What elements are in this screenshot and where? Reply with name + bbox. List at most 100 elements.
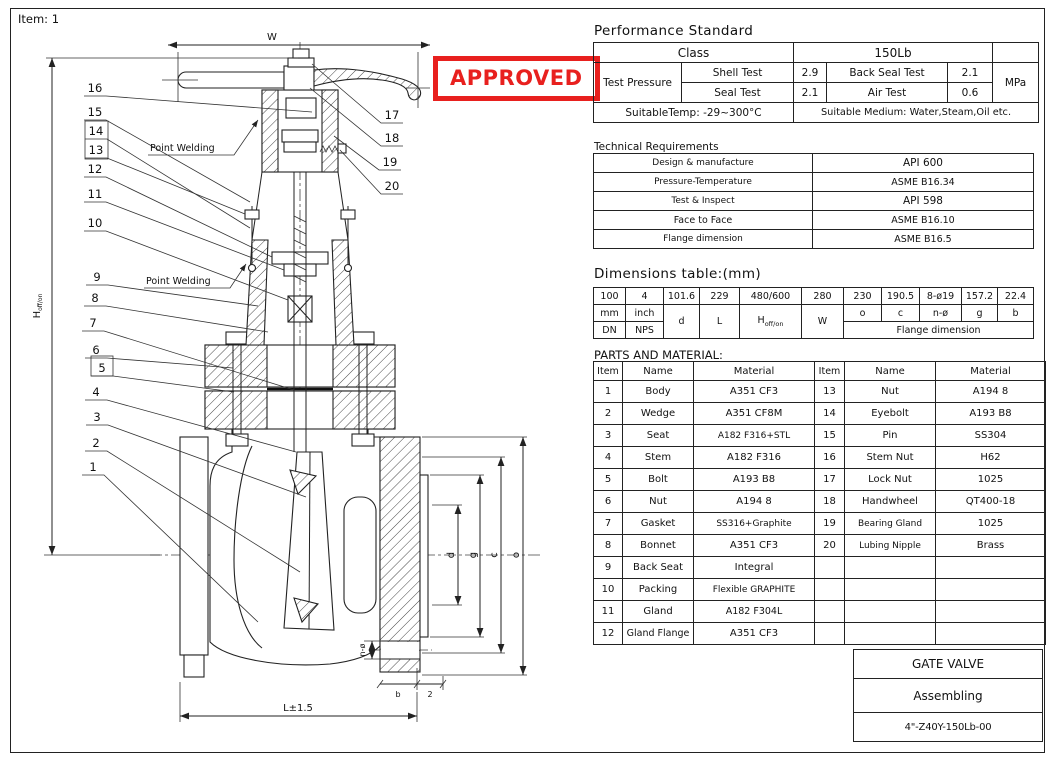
table-cell: QT400-18 — [935, 490, 1046, 513]
callout-12: 12 — [88, 162, 103, 176]
callout-1: 1 — [89, 460, 96, 474]
dim-cell: c — [881, 304, 920, 322]
table-cell: SS316+Graphite — [693, 512, 815, 535]
yoke-head — [261, 89, 347, 173]
table-cell: 19 — [814, 512, 845, 535]
parts-header: Material — [935, 361, 1046, 381]
item-label: Item: 1 — [18, 12, 60, 26]
dim-cell: 157.2 — [961, 287, 998, 305]
suitable-medium: Suitable Medium: Water,Steam,Oil etc. — [793, 102, 1040, 123]
table-cell: SS304 — [935, 424, 1046, 447]
table-cell: Integral — [693, 556, 815, 579]
table-cell — [844, 578, 936, 601]
title-block-stage: Assembling — [853, 678, 1043, 713]
table-cell: A182 F316 — [693, 446, 815, 469]
table-cell: Nut — [622, 490, 694, 513]
table-cell: 3 — [593, 424, 623, 447]
callout-14: 14 — [89, 124, 104, 138]
table-cell: Pressure-Temperature — [593, 172, 813, 192]
callout-leader — [82, 474, 259, 623]
parts-header: Name — [844, 361, 936, 381]
table-cell: Lubing Nipple — [844, 534, 936, 557]
callout-3: 3 — [93, 410, 100, 424]
cell: Back Seal Test — [826, 62, 949, 83]
unit-cell: MPa — [992, 62, 1040, 103]
table-cell: A194 8 — [693, 490, 815, 513]
callout-leader — [85, 157, 246, 215]
table-cell: 1025 — [935, 468, 1046, 491]
dim-cell: mm — [593, 304, 626, 322]
table-cell — [935, 578, 1046, 601]
table-cell: 12 — [593, 622, 623, 645]
dim-label-w: W — [267, 32, 277, 43]
callout-5: 5 — [98, 361, 105, 375]
dim-cell: NPS — [625, 321, 664, 339]
title-block-product: GATE VALVE — [853, 649, 1043, 679]
table-cell: A182 F304L — [693, 600, 815, 623]
table-cell: Gland — [622, 600, 694, 623]
table-cell: Packing — [622, 578, 694, 601]
dimension-n-holes: n-ø — [358, 640, 382, 660]
table-cell: Handwheel — [844, 490, 936, 513]
table-cell: 2 — [593, 402, 623, 425]
table-cell: H62 — [935, 446, 1046, 469]
callout-leader — [82, 330, 295, 391]
table-cell: API 600 — [812, 153, 1034, 173]
table-cell: Test & Inspect — [593, 191, 813, 211]
callout-leader — [309, 87, 403, 147]
table-cell: Face to Face — [593, 210, 813, 230]
cell: 2.9 — [793, 62, 828, 83]
dim-cell: 101.6 — [663, 287, 700, 305]
table-cell — [814, 556, 845, 579]
dim-label-c: c — [489, 552, 500, 558]
callout-box-14-13 — [84, 120, 109, 160]
table-cell: Flexible GRAPHITE — [693, 578, 815, 601]
table-cell: Gasket — [622, 512, 694, 535]
callout-16: 16 — [88, 81, 103, 95]
callout-11: 11 — [88, 187, 103, 201]
parts-header: Material — [693, 361, 815, 381]
callout-10: 10 — [88, 216, 103, 230]
cell: 2.1 — [793, 82, 828, 103]
lock-nut-part — [287, 57, 315, 68]
valve-section — [177, 48, 429, 678]
dim-cell: 229 — [699, 287, 740, 305]
table-cell: Stem — [622, 446, 694, 469]
callout-leader — [84, 95, 313, 113]
table-cell: 9 — [593, 556, 623, 579]
table-cell: Design & manufacture — [593, 153, 813, 173]
performance-title: Performance Standard — [594, 23, 754, 39]
table-cell: A351 CF3 — [693, 380, 815, 403]
gland-part — [283, 263, 317, 277]
table-cell — [935, 556, 1046, 579]
callout-labels: 16 15 14 13 12 11 10 9 8 7 6 5 4 3 2 1 1… — [88, 81, 400, 474]
callout-15: 15 — [88, 105, 103, 119]
table-cell: 4 — [593, 446, 623, 469]
gate-valve-drawing: W Hoff/on L±1.5 d g c o — [32, 32, 540, 722]
dim-cell: 100 — [593, 287, 626, 305]
dim-label-h: Hoff/on — [32, 293, 44, 318]
parts-header: Item — [593, 361, 623, 381]
callout-9: 9 — [93, 270, 100, 284]
dim-cell: 8-ø19 — [919, 287, 962, 305]
table-cell: ASME B16.34 — [812, 172, 1034, 192]
cell-empty — [992, 42, 1040, 63]
dimension-h: Hoff/on — [32, 57, 298, 556]
suitable-temp: SuitableTemp: -29~300°C — [592, 102, 795, 123]
table-cell — [844, 600, 936, 623]
table-cell: Seat — [622, 424, 694, 447]
dim-cell: 22.4 — [997, 287, 1034, 305]
dim-cell: 280 — [801, 287, 844, 305]
table-cell: ASME B16.10 — [812, 210, 1034, 230]
table-cell — [935, 622, 1046, 645]
table-cell: 8 — [593, 534, 623, 557]
table-cell: Eyebolt — [844, 402, 936, 425]
table-cell: 10 — [593, 578, 623, 601]
dim-cell: inch — [625, 304, 664, 322]
dim-label-g: g — [468, 552, 479, 558]
table-cell: 17 — [814, 468, 845, 491]
table-cell: 14 — [814, 402, 845, 425]
table-cell — [844, 622, 936, 645]
